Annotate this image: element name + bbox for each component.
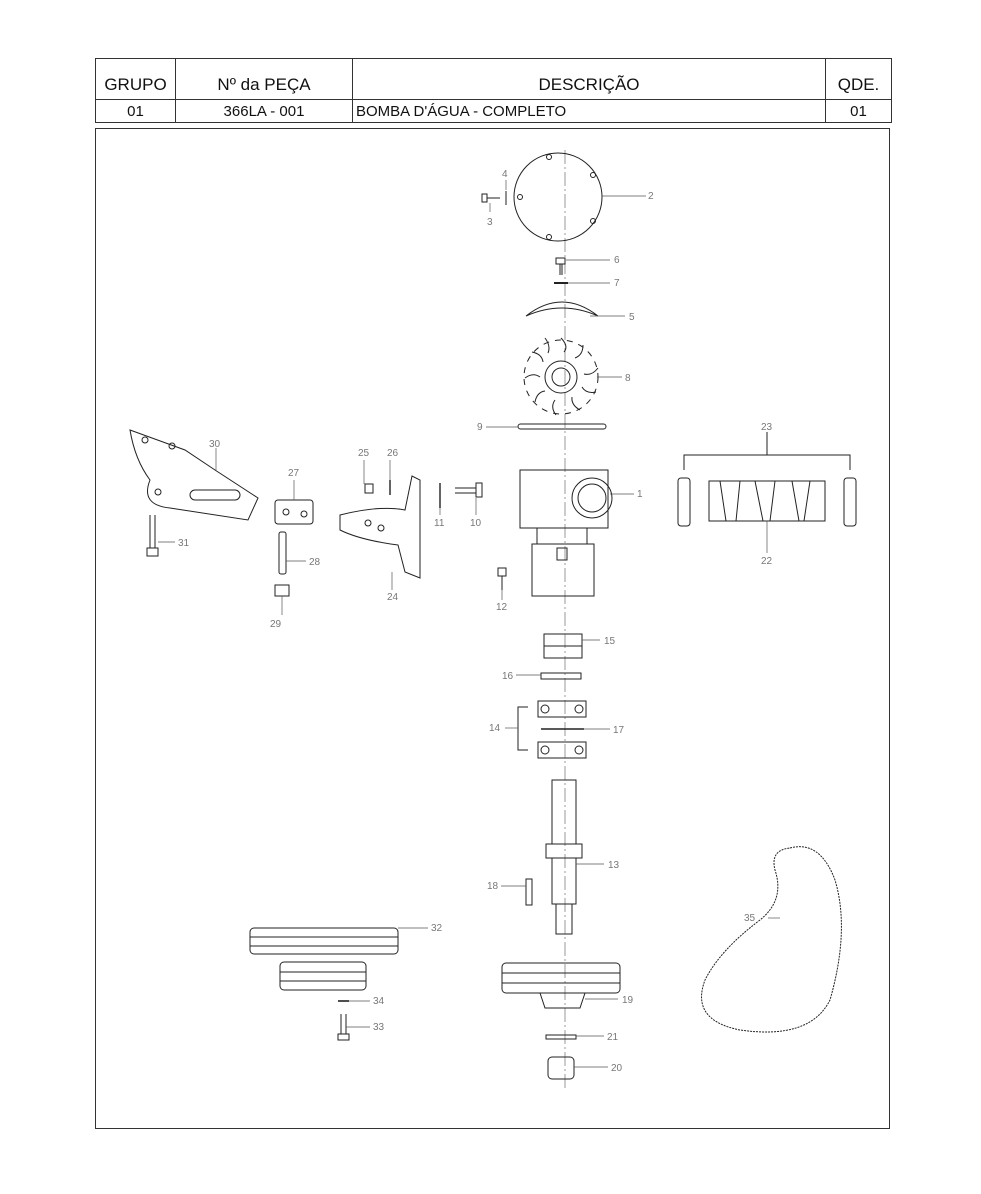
callout-13: 13	[608, 860, 620, 871]
description-value: BOMBA D'ÁGUA - COMPLETO	[352, 99, 826, 123]
callout-2: 2	[648, 191, 654, 202]
callout-33: 33	[373, 1022, 385, 1033]
part-12-fitting	[497, 567, 507, 590]
callout-29: 29	[270, 619, 282, 630]
part-2-cover-plate	[513, 152, 603, 242]
callout-23: 23	[761, 422, 773, 433]
callout-7: 7	[614, 278, 620, 289]
drawing-frame	[95, 128, 890, 1129]
callout-25: 25	[358, 448, 370, 459]
part-24-bracket	[339, 475, 421, 579]
callout-32: 32	[431, 923, 443, 934]
leader-lines	[158, 180, 780, 1068]
part-15-seal	[543, 633, 583, 659]
callout-19: 19	[622, 995, 634, 1006]
part-21-washer	[545, 1034, 577, 1040]
callout-15: 15	[604, 636, 616, 647]
part-3-screw	[481, 193, 500, 203]
part-10-bolt	[455, 482, 483, 498]
callout-1: 1	[637, 489, 643, 500]
part-5-shield	[525, 301, 599, 317]
part-14-bearings	[517, 700, 587, 759]
callout-34: 34	[373, 996, 385, 1007]
part-32-pulley	[249, 927, 399, 991]
part-35-belt	[701, 846, 842, 1033]
qty-value: 01	[825, 99, 892, 123]
callout-8: 8	[625, 373, 631, 384]
callout-28: 28	[309, 557, 321, 568]
part-16-ring	[540, 672, 582, 680]
header-part-no-label: Nº da PEÇA	[175, 58, 353, 100]
callout-labels: 1 2 3 4 5 6 7 8 9 10 11 12 13 14 15 16 1…	[178, 169, 773, 1074]
callout-20: 20	[611, 1063, 623, 1074]
part-29-nut	[274, 584, 290, 597]
part-1-pump-body	[519, 469, 613, 597]
callout-16: 16	[502, 671, 514, 682]
callout-11: 11	[434, 518, 445, 529]
callout-31: 31	[178, 538, 190, 549]
callout-35: 35	[744, 913, 756, 924]
callout-4: 4	[502, 169, 508, 180]
callout-10: 10	[470, 518, 482, 529]
callout-17: 17	[613, 725, 625, 736]
callout-6: 6	[614, 255, 620, 266]
callout-14: 14	[489, 723, 501, 734]
callout-21: 21	[607, 1032, 619, 1043]
callout-18: 18	[487, 881, 499, 892]
callout-26: 26	[387, 448, 399, 459]
part-23-springs	[677, 432, 857, 527]
part-20-nut	[547, 1056, 575, 1080]
callout-12: 12	[496, 602, 508, 613]
header-table: GRUPO Nº da PEÇA DESCRIÇÃO QDE. 01 366LA…	[95, 58, 892, 123]
part-31-bolt	[146, 515, 159, 557]
part-25-nut	[364, 483, 374, 494]
part-19-pulley	[501, 962, 621, 1009]
part-8-impeller	[523, 337, 599, 416]
part-27-plate	[274, 499, 314, 525]
part-33-bolt	[337, 1014, 350, 1041]
part-30-bracket	[129, 429, 259, 521]
callout-5: 5	[629, 312, 635, 323]
callout-24: 24	[387, 592, 399, 603]
header-group-label: GRUPO	[95, 58, 176, 100]
callout-22: 22	[761, 556, 773, 567]
callout-27: 27	[288, 468, 300, 479]
part-6-bolt	[555, 257, 566, 275]
callout-30: 30	[209, 439, 221, 450]
part-13-shaft	[545, 779, 583, 935]
part-28-stud	[278, 531, 287, 575]
callout-9: 9	[477, 422, 483, 433]
callout-3: 3	[487, 217, 493, 228]
header-qty-label: QDE.	[825, 58, 892, 100]
part-18-key	[525, 878, 533, 906]
part-9-oring	[517, 423, 607, 430]
part-22-filter	[708, 480, 826, 522]
